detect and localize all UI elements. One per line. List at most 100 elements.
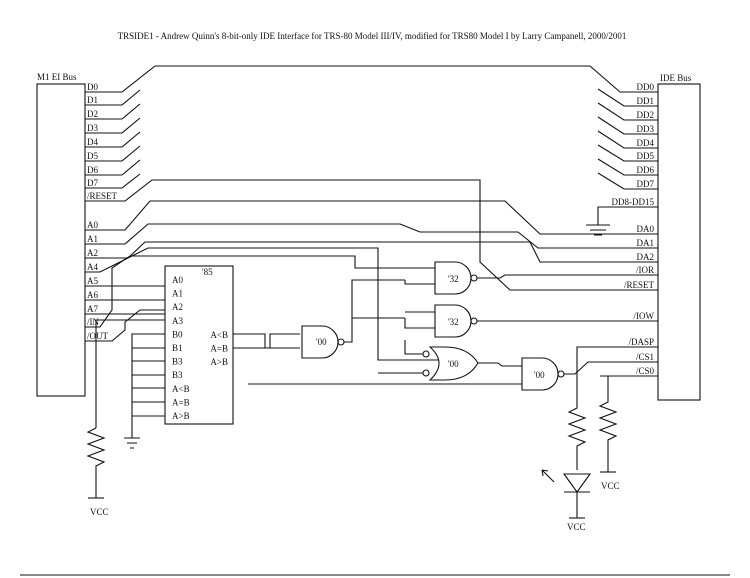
comparator-left-pin: B1 <box>172 343 183 353</box>
right-pin-label: DD1 <box>637 96 655 106</box>
comparator-left-pin: A3 <box>172 316 183 326</box>
left-bus-label: M1 EI Bus <box>37 72 77 82</box>
comparator-right-pin: A=B <box>210 344 228 354</box>
a1-wire <box>85 223 658 249</box>
comparator-right-pins: A<B A=B A>B <box>210 330 228 367</box>
left-pin-label: /RESET <box>87 191 118 201</box>
comparator-left-pin: A1 <box>172 289 183 299</box>
gate-32-iow: '32 <box>434 304 478 338</box>
left-bus-connector <box>36 83 86 397</box>
right-pin-label: /CS1 <box>636 352 654 362</box>
left-pin-label: A2 <box>87 248 98 258</box>
left-pin-label: A7 <box>87 304 98 314</box>
svg-text:'00: '00 <box>448 359 459 369</box>
svg-text:'32: '32 <box>448 274 459 284</box>
gate-00-b: '00 <box>422 346 479 381</box>
left-pin-label: A4 <box>87 262 98 272</box>
ior-out-wire <box>477 274 658 279</box>
comparator-85 <box>164 265 234 425</box>
dasp-led <box>541 469 592 518</box>
cs1-wire <box>564 361 658 375</box>
cmp-out-wire <box>233 333 300 349</box>
a2-wire <box>85 241 658 263</box>
right-bus-connector <box>657 83 701 401</box>
left-pin-label: A6 <box>87 290 98 300</box>
svg-text:'00: '00 <box>534 370 545 380</box>
a0-wire <box>85 200 658 235</box>
iow-in-wires <box>404 311 435 329</box>
left-pin-label: D6 <box>87 165 98 175</box>
right-pin-label: DD2 <box>637 110 655 120</box>
cmp-pullup-wire <box>95 319 165 428</box>
cmp-resistor <box>86 427 106 498</box>
comparator-left-pin: B3 <box>172 357 183 367</box>
right-pin-label: /RESET <box>624 280 655 290</box>
ior-in-wires <box>404 267 435 285</box>
right-pin-label: /DASP <box>628 337 654 347</box>
in-wire <box>85 255 405 328</box>
data-bus-wires <box>85 65 658 190</box>
comparator-left-pin: B0 <box>172 329 183 339</box>
comparator-left-pin: A2 <box>172 302 183 312</box>
dasp-wire <box>576 346 658 402</box>
right-pin-label: DD4 <box>637 138 655 148</box>
right-pin-label: /IOW <box>634 311 655 321</box>
left-pin-label: D3 <box>87 123 98 133</box>
left-pin-label: A1 <box>87 234 98 244</box>
left-pin-label: D2 <box>87 109 98 119</box>
nand-gate-00-c: '00 <box>521 357 565 391</box>
gate-32-ior: '32 <box>434 261 478 295</box>
right-pin-label: DD6 <box>637 165 655 175</box>
comparator-left-pin: A>B <box>172 411 190 421</box>
right-pin-label: DA0 <box>637 224 655 234</box>
dd8-ground-wire <box>597 206 658 225</box>
left-pin-label: D5 <box>87 151 98 161</box>
right-pin-label: DA2 <box>637 252 655 262</box>
svg-text:'32: '32 <box>448 317 459 327</box>
right-pin-label: DD7 <box>637 179 655 189</box>
vcc-label-cs0: VCC <box>601 481 620 491</box>
cmp-b-wires <box>131 333 165 438</box>
comparator-right-pin: A>B <box>210 357 228 367</box>
gate-b-in-wires <box>378 340 423 374</box>
diagram-title: TRSIDE1 - Andrew Quinn's 8-bit-only IDE … <box>118 31 627 41</box>
gate-b-out-wire <box>478 362 522 367</box>
right-pin-label: DD0 <box>637 82 655 92</box>
left-pin-label: A0 <box>87 220 98 230</box>
right-pin-label: DD5 <box>637 151 655 161</box>
right-pin-label: DA1 <box>637 238 655 248</box>
left-pin-label: /IN <box>87 317 99 327</box>
right-pin-label: /IOR <box>636 265 654 275</box>
left-pin-label: D1 <box>87 95 98 105</box>
cmp-ground-symbol <box>124 437 140 449</box>
comparator-left-pin: A<B <box>172 384 190 394</box>
out-wire <box>85 309 165 342</box>
vcc-label-cmp: VCC <box>90 507 109 517</box>
comparator-right-pin: A<B <box>210 330 228 340</box>
right-bus-label: IDE Bus <box>660 73 692 83</box>
right-pin-label: DD3 <box>637 124 655 134</box>
vcc-label-led: VCC <box>567 522 586 532</box>
left-pin-label: D0 <box>87 82 98 92</box>
left-pin-label: /OUT <box>87 331 108 341</box>
dasp-resistor <box>567 402 587 470</box>
nand-gate-00-a: '00 <box>301 325 345 359</box>
comparator-left-pin: B3 <box>172 370 183 380</box>
comparator-left-pin: A0 <box>172 275 183 285</box>
nand-a-out-wire <box>344 279 405 343</box>
svg-text:'00: '00 <box>316 337 327 347</box>
comparator-left-pin: A=B <box>172 397 190 407</box>
left-pin-label: D4 <box>87 137 98 147</box>
right-pin-label: DD8-DD15 <box>612 197 655 207</box>
left-pin-label: D7 <box>87 178 98 188</box>
dd8-ground-symbol <box>586 224 610 236</box>
a4-wire <box>85 247 440 361</box>
left-pin-label: A5 <box>87 276 98 286</box>
right-bus-pins: DD0DD1DD2DD3DD4DD5DD6DD7DD8-DD15DA0DA1DA… <box>612 82 655 376</box>
cs0-resistor <box>598 376 618 472</box>
reset-wire <box>85 179 658 291</box>
comparator-part: '85 <box>202 267 213 277</box>
